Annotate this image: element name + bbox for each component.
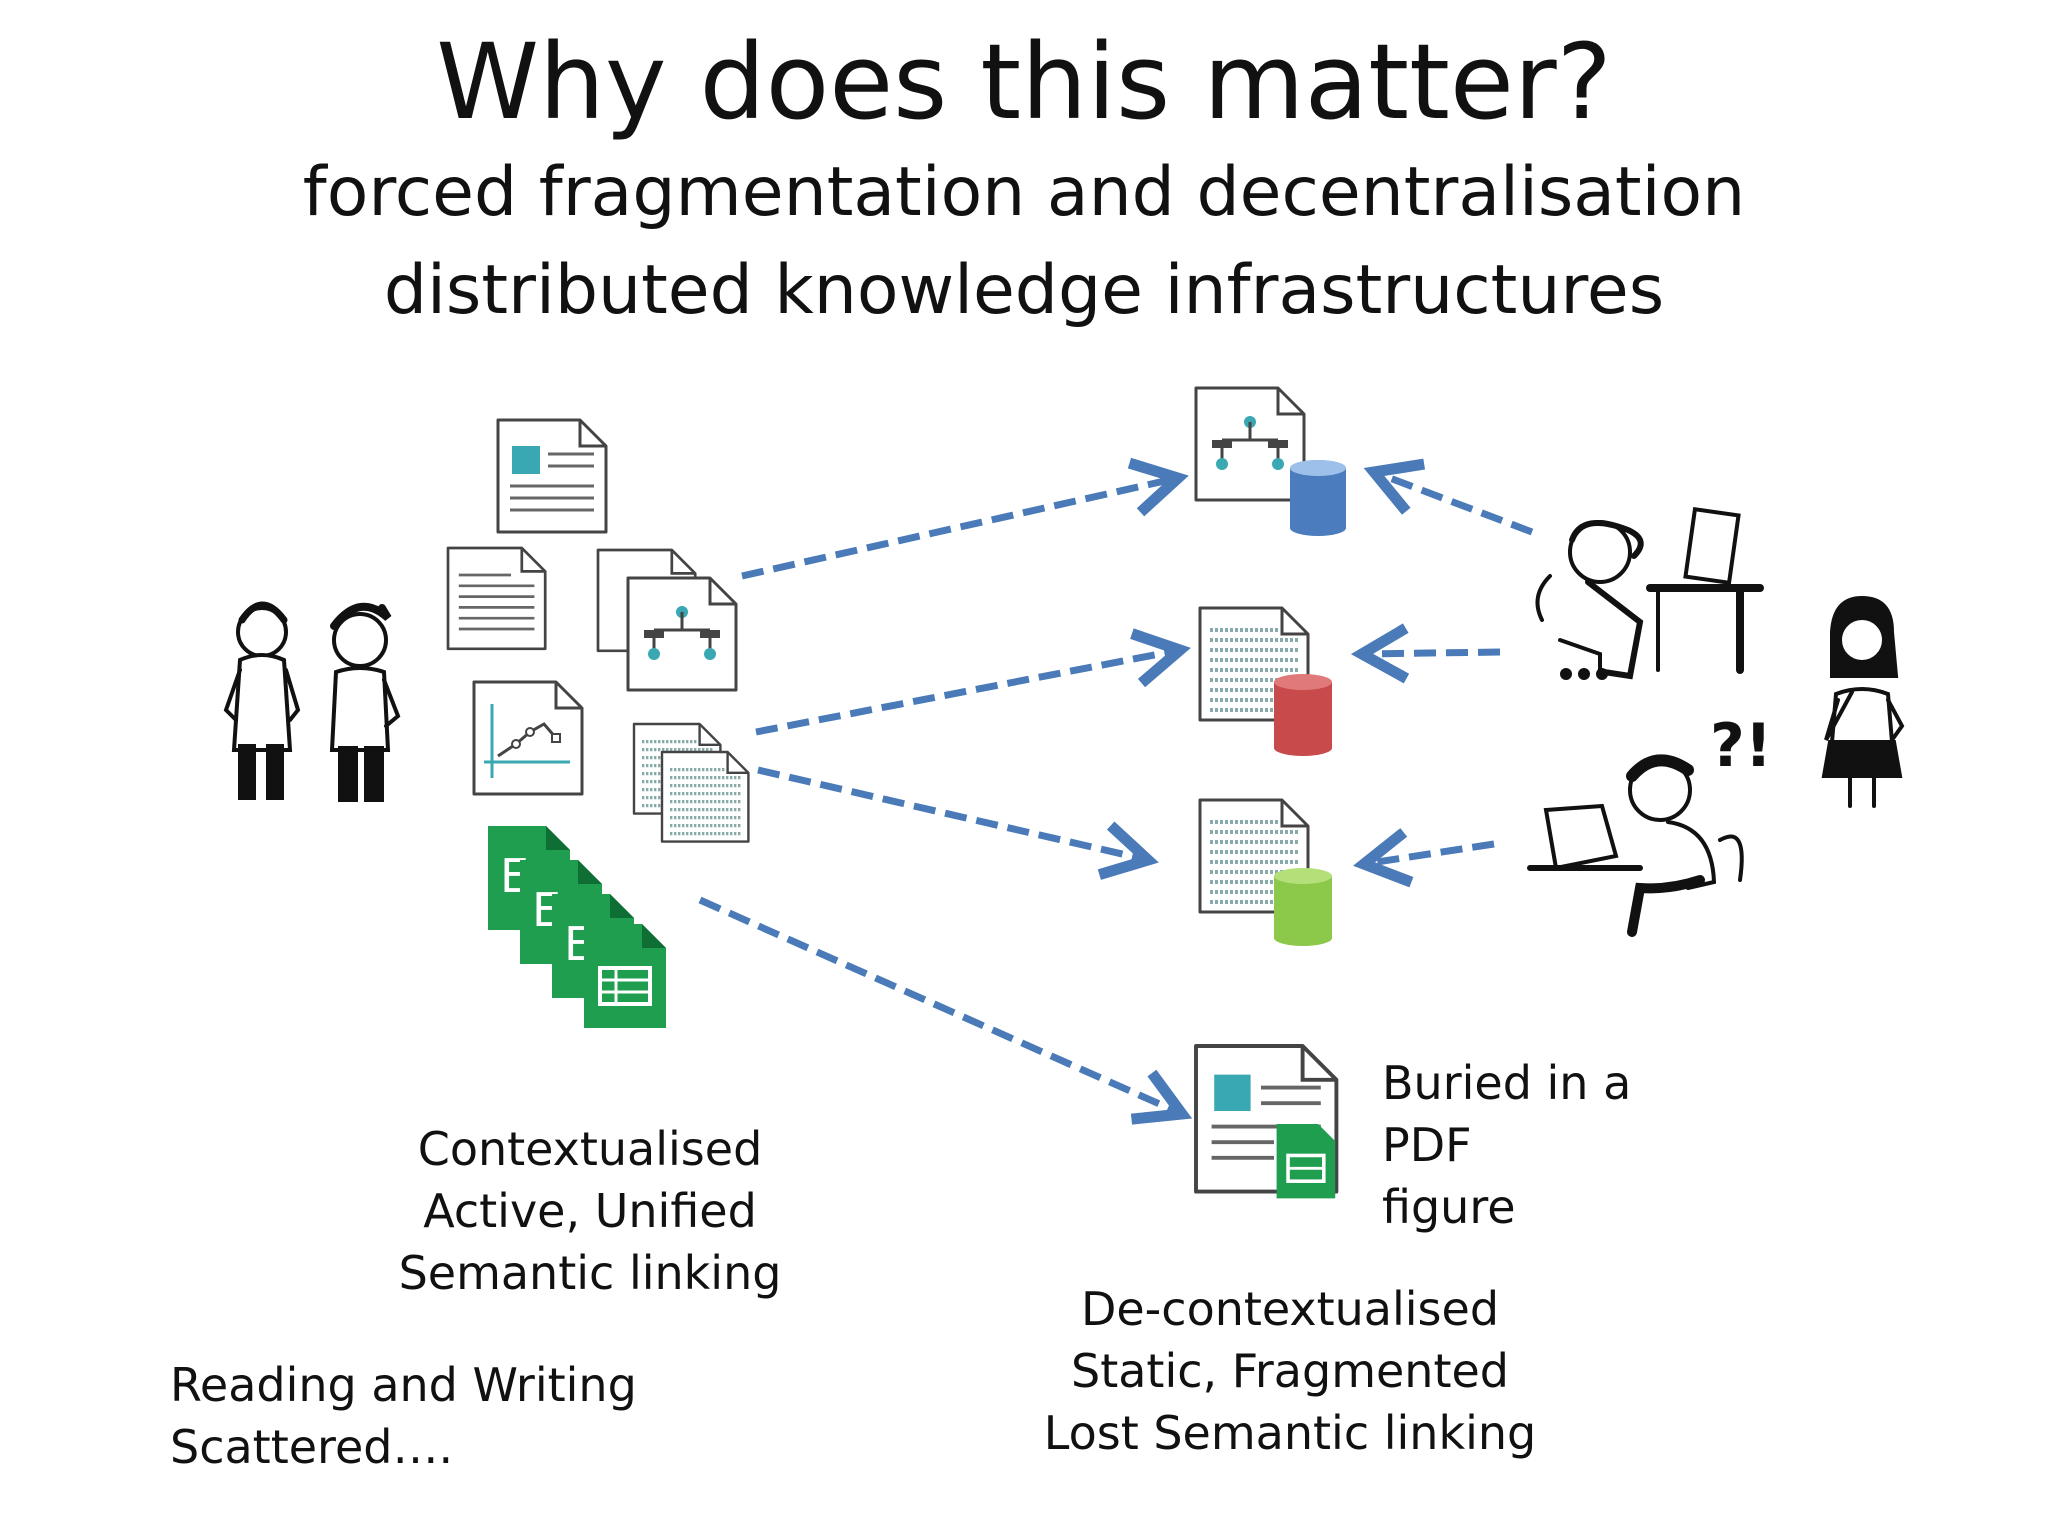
arrow-from-right-top xyxy=(1350,623,1501,684)
pdf-caption-line-2: PDF xyxy=(1382,1118,1472,1172)
subtitle-line-1: forced fragmentation and decentralisatio… xyxy=(302,153,1746,232)
arrows-outgoing xyxy=(698,457,1193,1125)
contextualised-caption: Contextualised Active, Unified Semantic … xyxy=(390,1118,790,1304)
decontextualised-caption-line-3: Lost Semantic linking xyxy=(1043,1406,1537,1460)
chart-document-icon xyxy=(472,680,584,796)
pdf-caption-line-1: Buried in a xyxy=(1382,1056,1632,1110)
decontextualised-caption: De-contextualised Static, Fragmented Los… xyxy=(1040,1278,1540,1464)
arrow-to-pdf xyxy=(698,896,1193,1125)
contextualised-caption-line-2: Active, Unified xyxy=(423,1184,757,1238)
article-document-icon xyxy=(496,418,608,534)
scatter-caption: Reading and Writing Scattered…. xyxy=(170,1358,637,1474)
arrows-incoming xyxy=(1350,458,1534,888)
data-document-stack-icon xyxy=(632,722,750,843)
people-pair-illustration xyxy=(223,601,401,802)
decontextualised-caption-line-2: Static, Fragmented xyxy=(1071,1344,1509,1398)
woman-standing-illustration xyxy=(1821,595,1905,808)
arrow-to-tree-database xyxy=(741,457,1189,580)
tree-database-icon xyxy=(1194,386,1346,536)
arrow-to-red-database xyxy=(755,628,1191,736)
arrow-to-green-database xyxy=(757,766,1159,880)
laptop-confused-person-illustration: ?! xyxy=(1527,711,1772,937)
decontextualised-caption-line-1: De-contextualised xyxy=(1080,1282,1500,1336)
pdf-caption-line-3: figure xyxy=(1382,1180,1516,1234)
pdf-caption: Buried in a PDF figure xyxy=(1382,1052,1682,1238)
contextualised-caption-line-1: Contextualised xyxy=(417,1122,763,1176)
text-document-icon xyxy=(446,546,547,651)
subtitle-line-2: distributed knowledge infrastructures xyxy=(383,251,1665,330)
tree-document-stack-icon xyxy=(596,548,738,692)
slide-title: Why does this matter? xyxy=(436,21,1612,143)
arrow-from-desk-person xyxy=(1363,458,1534,536)
svg-text:?!: ?! xyxy=(1710,711,1772,781)
green-database-icon xyxy=(1198,798,1332,946)
contextualised-caption-line-3: Semantic linking xyxy=(398,1246,782,1300)
spreadsheet-stack-icon xyxy=(488,826,666,1028)
arrow-from-laptop-person xyxy=(1353,828,1495,888)
pdf-figure-icon xyxy=(1194,1044,1339,1199)
red-database-icon xyxy=(1198,606,1332,756)
frustrated-desk-person-illustration xyxy=(1535,507,1764,680)
